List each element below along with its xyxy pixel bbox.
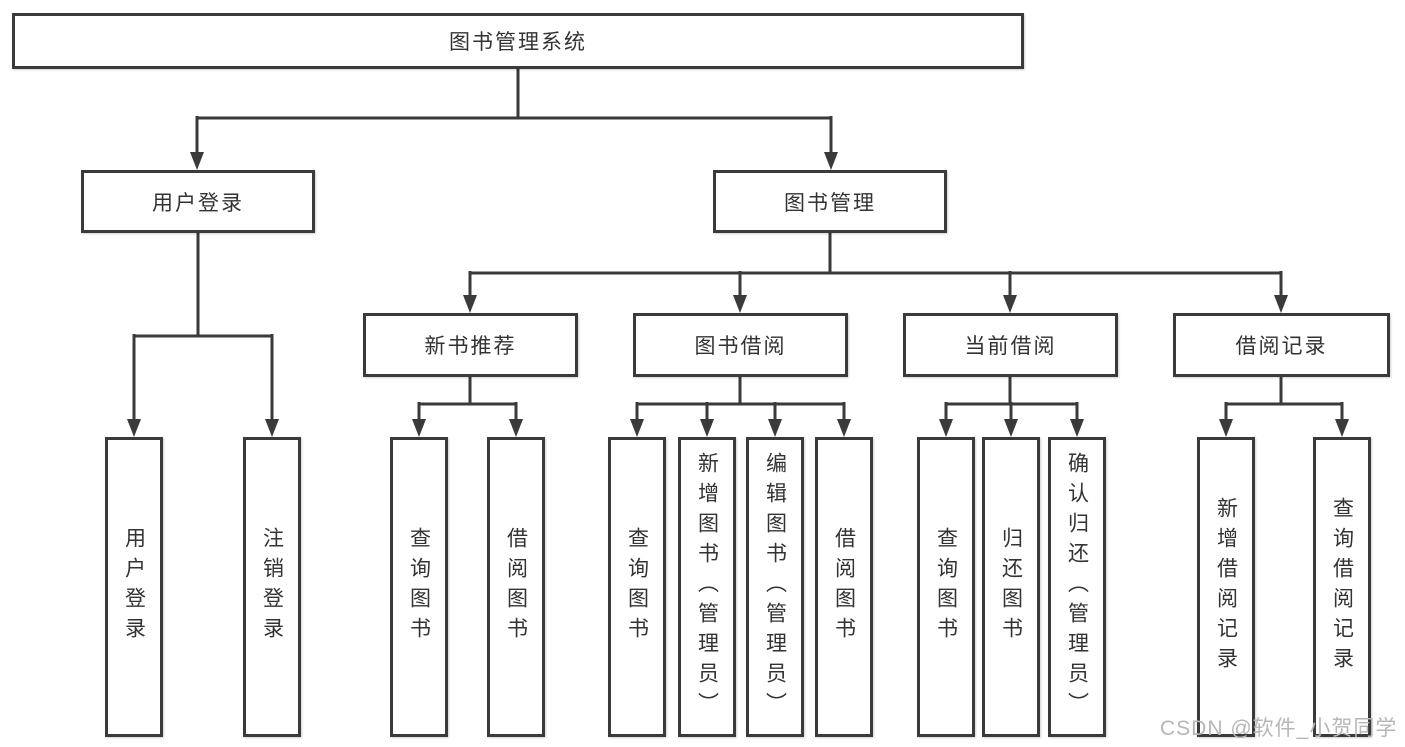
arrowhead xyxy=(127,419,141,437)
node-borrowing-records: 借阅记录 xyxy=(1173,313,1390,377)
node-label: 图书管理 xyxy=(784,191,876,215)
node-logout: 注销登录 xyxy=(243,437,301,737)
arrowhead xyxy=(265,419,279,437)
node-label: 注销登录 xyxy=(260,527,284,647)
arrowhead xyxy=(1070,419,1084,437)
node-label: 图书借阅 xyxy=(694,335,787,358)
node-add-borrow-record: 新增借阅记录 xyxy=(1197,437,1255,737)
node-label: 借阅记录 xyxy=(1235,335,1328,358)
node-query-borrow-record: 查询借阅记录 xyxy=(1313,437,1371,737)
node-current-borrowing: 当前借阅 xyxy=(903,313,1118,377)
node-label: 借阅图书 xyxy=(832,527,856,647)
node-label: 借阅图书 xyxy=(504,527,528,647)
node-label: 编辑图书（管理员） xyxy=(763,452,787,722)
arrowhead xyxy=(412,419,426,437)
node-confirm-return-admin: 确认归还（管理员） xyxy=(1048,437,1106,737)
node-label: 用户登录 xyxy=(152,191,244,215)
arrowhead xyxy=(630,419,644,437)
node-add-books-admin: 新增图书（管理员） xyxy=(678,437,736,737)
arrowhead xyxy=(733,295,747,313)
node-library-management-system: 图书管理系统 xyxy=(12,13,1024,69)
node-label: 查询借阅记录 xyxy=(1330,497,1354,677)
node-query-books: 查询图书 xyxy=(608,437,666,737)
arrowhead xyxy=(837,419,851,437)
node-label: 新增图书（管理员） xyxy=(695,452,719,722)
arrowhead xyxy=(1274,295,1288,313)
arrowhead xyxy=(768,419,782,437)
node-book-borrowing: 图书借阅 xyxy=(633,313,848,377)
arrowhead xyxy=(190,152,204,170)
node-label: 新增借阅记录 xyxy=(1214,497,1238,677)
arrowhead xyxy=(824,152,838,170)
node-label: 查询图书 xyxy=(934,527,958,647)
arrowhead xyxy=(700,419,714,437)
node-label: 查询图书 xyxy=(407,527,431,647)
node-user-login-leaf: 用户登录 xyxy=(105,437,163,737)
node-label: 查询图书 xyxy=(625,527,649,647)
node-label: 新书推荐 xyxy=(424,335,517,358)
node-new-book-recommendation: 新书推荐 xyxy=(363,313,578,377)
arrowhead xyxy=(509,419,523,437)
arrowhead xyxy=(1004,419,1018,437)
node-borrow-books: 借阅图书 xyxy=(487,437,545,737)
node-return-books: 归还图书 xyxy=(982,437,1040,737)
node-label: 图书管理系统 xyxy=(449,31,587,54)
arrowhead xyxy=(1003,295,1017,313)
node-user-login: 用户登录 xyxy=(81,170,315,233)
csdn-watermark: CSDN @软件_小贺同学 xyxy=(1160,717,1398,740)
node-label: 确认归还（管理员） xyxy=(1065,452,1089,722)
arrowhead xyxy=(463,295,477,313)
connector-lines xyxy=(132,69,1344,420)
arrowhead xyxy=(1219,419,1233,437)
node-borrow-books: 借阅图书 xyxy=(815,437,873,737)
arrowhead xyxy=(1335,419,1349,437)
node-label: 归还图书 xyxy=(999,527,1023,647)
node-query-books: 查询图书 xyxy=(390,437,448,737)
node-edit-books-admin: 编辑图书（管理员） xyxy=(746,437,804,737)
node-query-books: 查询图书 xyxy=(917,437,975,737)
node-label: 用户登录 xyxy=(122,527,146,647)
node-label: 当前借阅 xyxy=(964,335,1057,358)
arrowhead xyxy=(939,419,953,437)
arrowheads xyxy=(127,152,1349,437)
node-book-management: 图书管理 xyxy=(713,170,947,233)
